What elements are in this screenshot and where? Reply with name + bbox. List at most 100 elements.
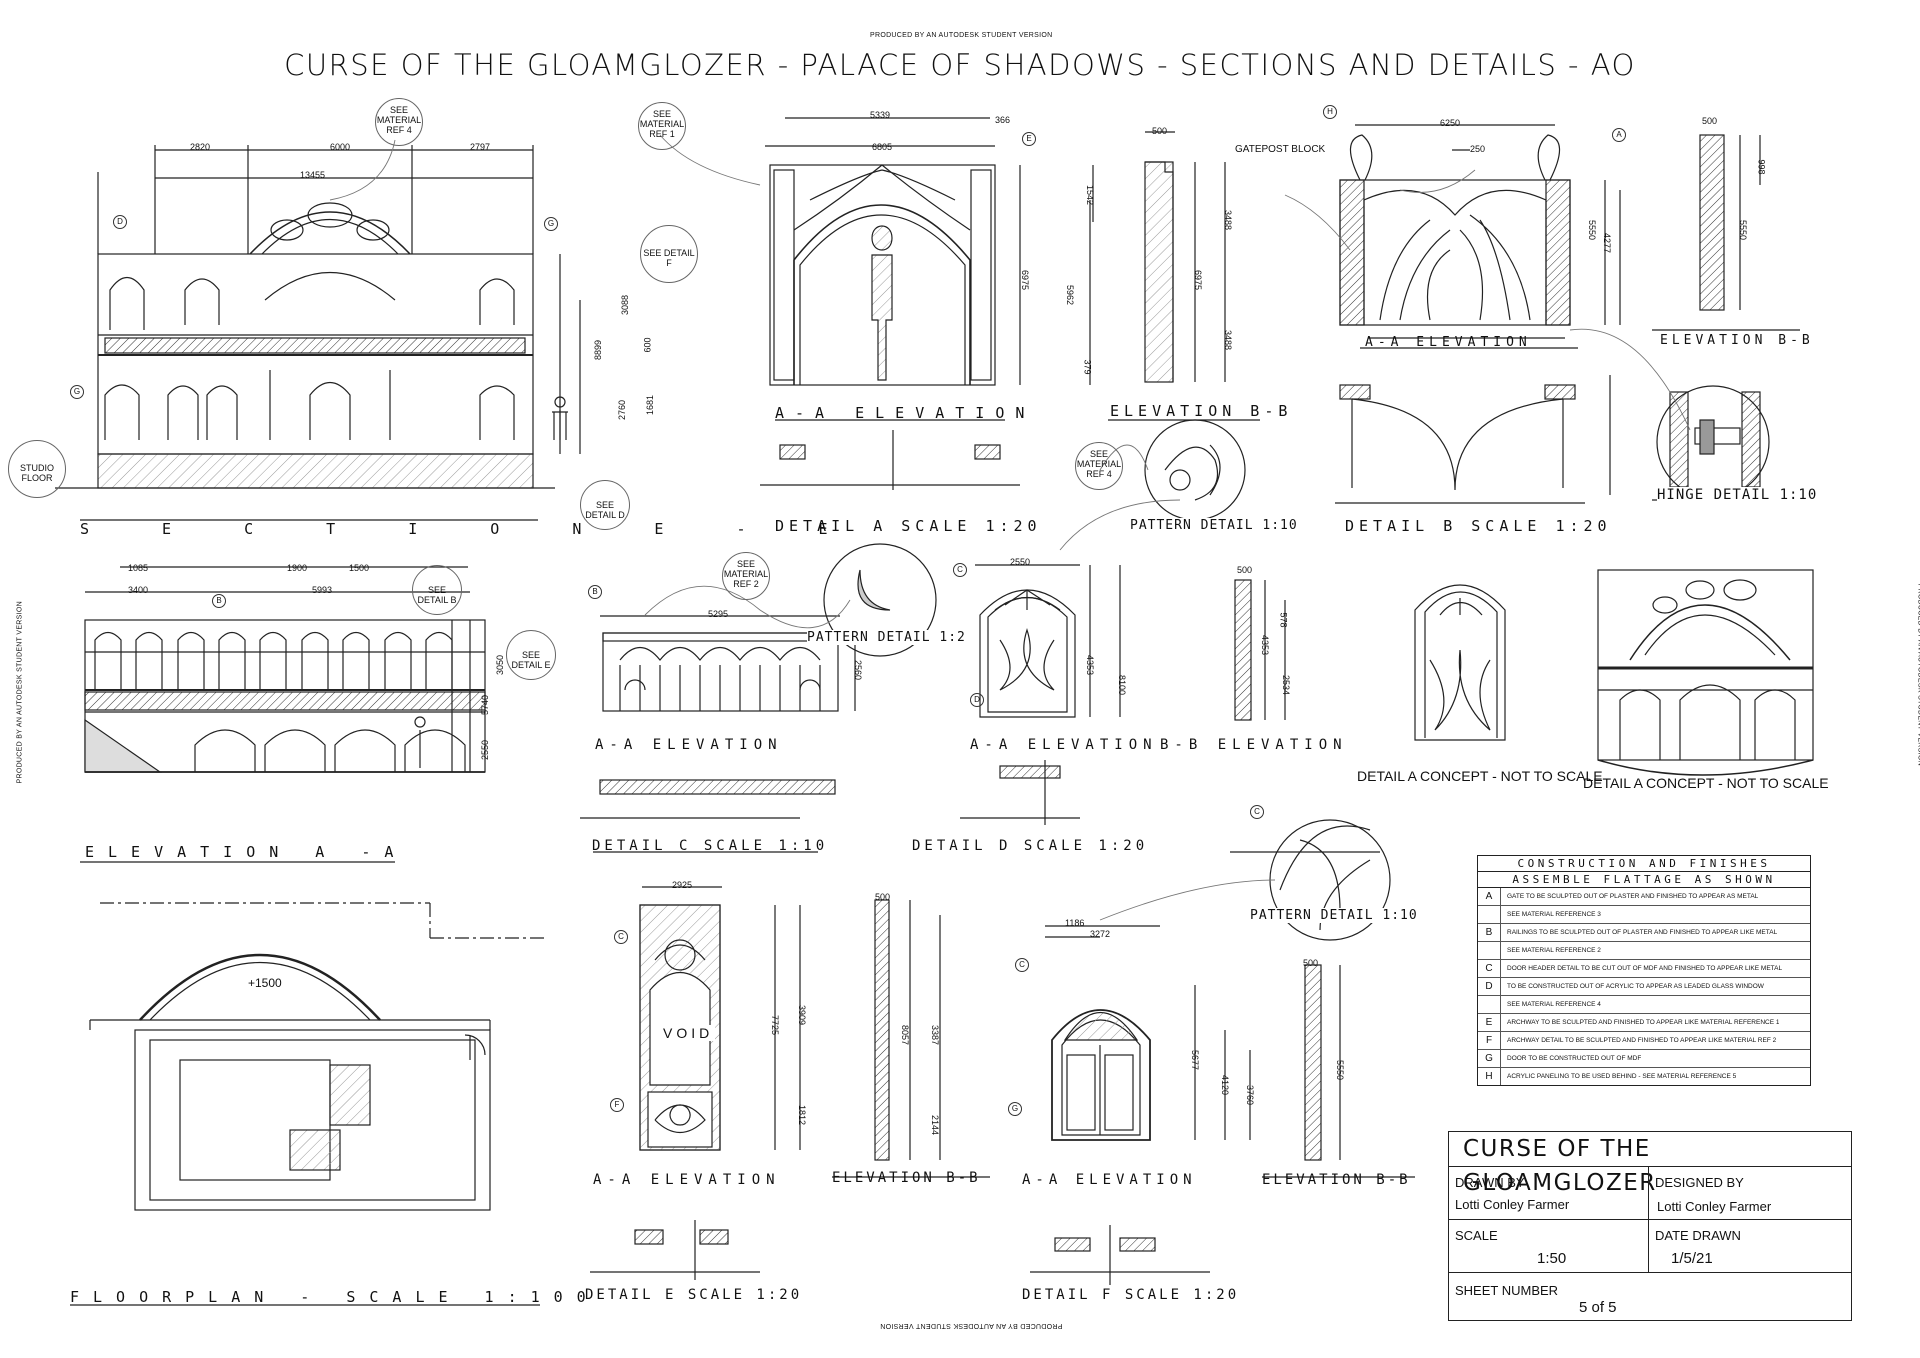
dim-eb1: 500 — [875, 892, 891, 902]
dim-bb3: 5550 — [1738, 219, 1749, 241]
label-section-ee: S E C T I O N E - E — [80, 520, 860, 538]
dim-eb3: 3387 — [930, 1024, 941, 1046]
dim-a4: 1542 — [1085, 184, 1096, 206]
label-detail-d-bb: B-B ELEVATION — [1160, 737, 1348, 753]
tag-g-left: G — [70, 385, 84, 399]
sheet-number-cell: SHEET NUMBER 5 of 5 — [1455, 1283, 1617, 1316]
dim-ab2: 3488 — [1223, 209, 1234, 231]
note-gatepost-block: GATEPOST BLOCK — [1235, 144, 1326, 155]
dim-f4: 4120 — [1220, 1074, 1231, 1096]
label-pattern-detail-a: PATTERN DETAIL 1:10 — [1130, 518, 1298, 533]
tag-h: H — [1323, 105, 1337, 119]
tag-c-f: C — [1015, 958, 1029, 972]
tag-g-f: G — [1008, 1102, 1022, 1116]
dim-a7: 379 — [1082, 359, 1093, 375]
detail-d-drawing — [960, 564, 1506, 853]
drawn-by-value: Lotti Conley Farmer — [1455, 1197, 1570, 1212]
note-see-material-2: SEE MATERIAL REF 2 — [722, 552, 770, 600]
construction-schedule: CONSTRUCTION AND FINISHES ASSEMBLE FLATT… — [1477, 855, 1811, 1086]
dim-eb2: 8057 — [900, 1024, 911, 1046]
dim-a3: 6805 — [872, 142, 893, 152]
dim-f2: 3272 — [1090, 929, 1111, 939]
tag-f: F — [610, 1098, 624, 1112]
dim-f5: 3760 — [1245, 1084, 1256, 1106]
schedule-header-1: CONSTRUCTION AND FINISHES — [1478, 856, 1810, 872]
tag-c-pattern: C — [1250, 805, 1264, 819]
note-see-detail-b: SEE DETAIL B — [412, 565, 462, 615]
dim-e8: 2550 — [480, 739, 491, 761]
dim-eb4: 2144 — [930, 1114, 941, 1136]
dim-fb2: 5550 — [1335, 1059, 1346, 1081]
tag-d: D — [113, 215, 127, 229]
dim-e5: 5993 — [312, 585, 333, 595]
label-concept-2: DETAIL A CONCEPT - NOT TO SCALE — [1583, 775, 1829, 791]
label-detail-f-title: DETAIL F SCALE 1:20 — [1022, 1287, 1240, 1303]
dim-f1: 1186 — [1065, 918, 1085, 928]
label-detail-c-elevation: A-A ELEVATION — [595, 737, 783, 753]
dim-ab1: 500 — [1152, 126, 1168, 136]
dim-e7: 5740 — [480, 694, 491, 716]
dim-e4: 1500 — [349, 563, 370, 573]
date-cell: DATE DRAWN 1/5/21 — [1649, 1220, 1851, 1273]
dim-d1: 2550 — [1010, 557, 1031, 567]
dim-ee2: 7725 — [770, 1014, 781, 1036]
tag-c-d: C — [953, 563, 967, 577]
label-detail-d-elevation: A-A ELEVATION — [970, 737, 1158, 753]
dim-s4: 13455 — [300, 170, 326, 180]
note-void: VOID — [661, 1025, 716, 1041]
dim-e3: 1900 — [287, 563, 308, 573]
section-ee-drawing — [55, 145, 581, 521]
sheet-number-value: 5 of 5 — [1579, 1299, 1617, 1316]
label-detail-b-title: DETAIL B SCALE 1:20 — [1345, 517, 1612, 535]
dim-s7: 8899 — [593, 339, 604, 361]
dim-s1: 2820 — [190, 142, 211, 152]
dim-c1: 5295 — [708, 609, 729, 619]
dim-c2: 2560 — [853, 659, 864, 681]
schedule-row: SEE MATERIAL REFERENCE 3 — [1478, 906, 1810, 924]
dim-b4: 4277 — [1602, 232, 1613, 254]
detail-b-drawing — [1335, 124, 1800, 504]
dim-dd4: 2534 — [1281, 674, 1292, 696]
note-see-material-4b: SEE MATERIAL REF 4 — [1075, 442, 1123, 490]
dim-e2: 3400 — [128, 585, 149, 595]
label-detail-e-title: DETAIL E SCALE 1:20 — [585, 1287, 803, 1303]
dim-bb1: 500 — [1702, 116, 1718, 126]
label-detail-e-elevation: A-A ELEVATION — [593, 1172, 781, 1188]
dim-bb2: 998 — [1756, 159, 1767, 175]
title-block: CURSE OF THE GLOAMGLOZER DRAWN BY Lotti … — [1448, 1131, 1852, 1321]
label-detail-a-elevation: A-A ELEVATION — [775, 404, 1036, 422]
tag-e: E — [1022, 132, 1036, 146]
tag-b-elev: B — [212, 594, 226, 608]
designed-by-cell: DESIGNED BY Lotti Conley Farmer — [1649, 1167, 1851, 1220]
scale-value: 1:50 — [1537, 1250, 1567, 1267]
dim-dd2: 4353 — [1260, 634, 1271, 656]
tag-a: A — [1612, 128, 1626, 142]
tag-b-rail: B — [588, 585, 602, 599]
label-hinge-detail: HINGE DETAIL 1:10 — [1657, 487, 1818, 503]
label-detail-f-bb: ELEVATION B-B — [1262, 1172, 1411, 1188]
detail-f-drawing — [1030, 925, 1415, 1285]
dim-a2: 366 — [995, 115, 1011, 125]
schedule-header-2: ASSEMBLE FLATTAGE AS SHOWN — [1478, 872, 1810, 888]
dim-s8: 1681 — [645, 394, 656, 416]
label-pattern-detail-c: PATTERN DETAIL 1:2 — [807, 630, 966, 645]
sheet-title: CURSE OF THE GLOAMGLOZER - PALACE OF SHA… — [284, 48, 1636, 82]
title-block-project: CURSE OF THE GLOAMGLOZER — [1449, 1132, 1851, 1196]
dim-s6: 600 — [642, 337, 653, 353]
leader-lines — [329, 134, 1691, 921]
note-see-detail-e: SEE DETAIL E — [506, 630, 556, 680]
tag-g-top: G — [544, 217, 558, 231]
concept-perspective-drawing — [1597, 569, 1814, 776]
dim-d2: 4353 — [1085, 654, 1096, 676]
dim-s3: 2797 — [470, 142, 491, 152]
dim-ab4: 3488 — [1223, 329, 1234, 351]
label-pattern-detail-e: PATTERN DETAIL 1:10 — [1250, 908, 1418, 923]
detail-a-drawing — [760, 117, 1260, 490]
dim-fb1: 500 — [1303, 958, 1319, 968]
dim-ee4: 1812 — [797, 1104, 808, 1126]
dim-b3: 5550 — [1587, 219, 1598, 241]
note-see-material-1: SEE MATERIAL REF 1 — [638, 102, 686, 150]
